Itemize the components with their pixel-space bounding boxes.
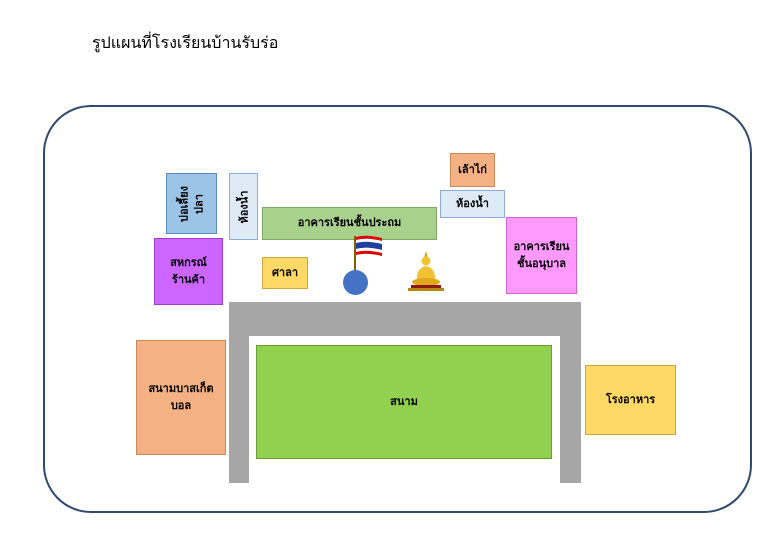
primary-building-label: อาคารเรียนชั้นประถม (297, 216, 402, 230)
kindergarten-building: อาคารเรียน ชั้นอนุบาล (506, 217, 577, 294)
cafeteria-label: โรงอาหาร (605, 392, 656, 406)
kindergarten-label-line2: ชั้นอนุบาล (516, 256, 566, 270)
fish-pond-label-line2: ปลา (192, 193, 206, 214)
fish-pond-label-line1: บ่อเลี้ยง (177, 185, 191, 222)
restroom-left: ห้องน้ำ (229, 173, 258, 240)
basketball-court-label-line2: บอล (170, 398, 192, 412)
coop-store-label-line1: สหกรณ์ (170, 256, 207, 269)
coop-store-label-line2: ร้านค้า (171, 272, 206, 286)
sports-field-label: สนาม (390, 394, 418, 408)
buddha-statue-icon (408, 251, 444, 291)
school-boundary (43, 105, 752, 513)
page-title: รูปแผนที่โรงเรียนบ้านรับร่อ (92, 33, 279, 52)
thai-flag-icon (354, 235, 382, 274)
cafeteria: โรงอาหาร (585, 365, 676, 435)
fish-pond: บ่อเลี้ยง ปลา (166, 173, 217, 234)
pathway-left (229, 302, 249, 483)
restroom-right: ห้องน้ำ (440, 190, 505, 218)
pathway-top (229, 302, 581, 336)
pavilion-label: ศาลา (271, 265, 299, 279)
sports-field: สนาม (256, 345, 552, 459)
restroom-right-label: ห้องน้ำ (456, 196, 489, 210)
pathway-right (560, 302, 581, 483)
basketball-court: สนามบาสเก็ต บอล (136, 340, 226, 455)
kindergarten-label-line1: อาคารเรียน (513, 240, 570, 253)
chicken-coop: เล้าไก่ (450, 153, 495, 187)
flagpole-base (343, 270, 368, 295)
coop-store: สหกรณ์ ร้านค้า (154, 238, 223, 305)
basketball-court-label-line1: สนามบาสเก็ต (148, 382, 214, 395)
chicken-coop-label: เล้าไก่ (458, 162, 487, 176)
restroom-left-label: ห้องน้ำ (236, 190, 250, 223)
primary-building: อาคารเรียนชั้นประถม (262, 207, 437, 240)
pavilion: ศาลา (262, 257, 308, 289)
